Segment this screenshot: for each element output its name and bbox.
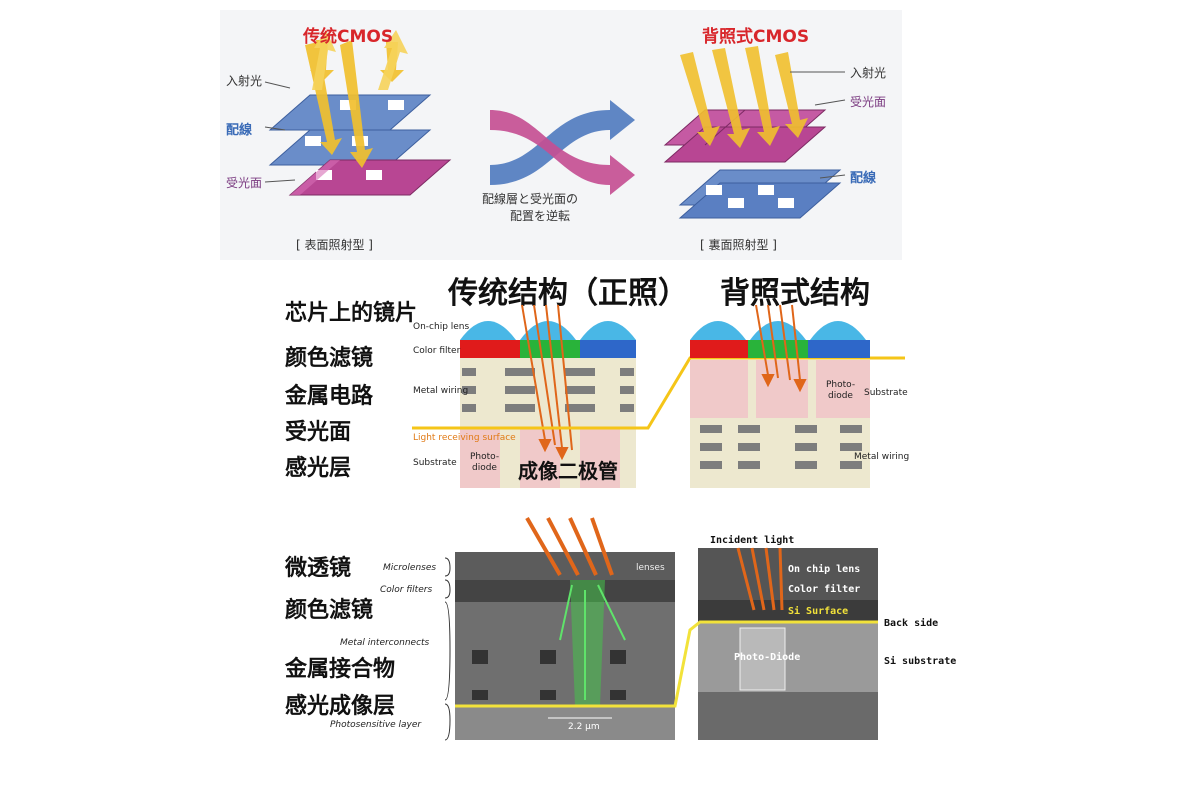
sem-right-orange-rays — [736, 547, 784, 611]
sem-left-orange-rays — [525, 516, 614, 577]
si-surface-line — [455, 620, 878, 708]
left-reflected-arrows — [312, 30, 408, 90]
swap-arrows — [490, 100, 635, 195]
bottom-label-microlens: 微透镜 — [285, 556, 352, 581]
swap-caption-line1: 配線層と受光面の — [482, 192, 579, 206]
title-bsi-structure: 背照式结构 — [720, 276, 870, 311]
label-incident-right: 入射光 — [850, 66, 887, 80]
incident-light-label: Incident light — [710, 535, 795, 546]
bottom-label-photo-layer: 感光成像层 — [285, 694, 396, 719]
right-incident-arrows — [680, 46, 808, 148]
en-light-receiving-surface: Light receiving surface — [413, 433, 516, 443]
caption-back-illuminated: [ 裏面照射型 ] — [700, 238, 777, 252]
en-substrate: Substrate — [413, 458, 457, 468]
trad-metal-wiring — [462, 368, 634, 412]
color-filter-label: Color filter — [788, 584, 861, 595]
mid-label-lens: 芯片上的镜片 — [285, 301, 418, 326]
en-photo-diode-2: diode — [472, 463, 497, 473]
top-diagram-graphics — [264, 30, 846, 219]
mid-label-photo-layer: 感光层 — [285, 456, 352, 481]
en-on-chip-lens: On-chip lens — [413, 322, 470, 332]
title-traditional-structure: 传统结构（正照） — [448, 276, 688, 311]
label-incident-left: 入射光 — [226, 74, 263, 88]
mid-label-metal: 金属电路 — [285, 384, 374, 409]
photodiode-cn-label: 成像二极管 — [518, 459, 618, 483]
bottom-label-filter: 颜色滤镜 — [285, 598, 374, 623]
si-surface-label: Si Surface — [788, 606, 849, 617]
mid-label-surface: 受光面 — [285, 420, 352, 445]
en-color-filters: Color filters — [380, 585, 433, 595]
bsi-photo-diode-1: Photo- — [826, 380, 856, 390]
label-wiring-right: 配線 — [850, 171, 877, 186]
right-wiring-layer — [678, 169, 842, 219]
top-left-title: 传统CMOS — [303, 27, 394, 47]
en-photo-diode-1: Photo- — [470, 452, 500, 462]
swap-caption-line2: 配置を逆転 — [510, 209, 571, 223]
trad-filters — [460, 340, 636, 358]
bsi-rays — [755, 304, 807, 393]
sem-scale-bar: 2.2 μm — [568, 722, 600, 732]
back-side-label: Back side — [884, 618, 939, 629]
label-wiring-left: 配線 — [226, 123, 253, 138]
on-chip-lens-label: On chip lens — [788, 564, 861, 575]
en-color-filter: Color filter — [413, 346, 461, 356]
bottom-label-metal: 金属接合物 — [285, 657, 396, 682]
sem-lenses-tag: lenses — [636, 563, 665, 573]
trad-rays — [521, 304, 573, 461]
left-wiring-layer — [268, 94, 432, 166]
bsi-metal-wiring — [700, 425, 862, 469]
en-metal-interconnects: Metal interconnects — [340, 638, 430, 648]
bsi-lenses — [690, 321, 866, 340]
mid-label-filter: 颜色滤镜 — [285, 346, 374, 371]
en-microlenses: Microlenses — [383, 563, 437, 573]
label-surface-right: 受光面 — [850, 95, 887, 109]
bsi-metal-wiring: Metal wiring — [854, 452, 910, 462]
en-metal-wiring: Metal wiring — [413, 386, 469, 396]
en-photosensitive-layer: Photosensitive layer — [330, 720, 422, 730]
bsi-filters — [690, 340, 870, 358]
sem-green-rays — [559, 584, 626, 700]
bsi-photo-diode-2: diode — [828, 391, 853, 401]
photo-diode-label: Photo-Diode — [734, 652, 801, 663]
bsi-substrate: Substrate — [864, 388, 908, 398]
label-surface-left: 受光面 — [226, 176, 263, 190]
si-substrate-label: Si substrate — [884, 656, 957, 667]
caption-front-illuminated: [ 表面照射型 ] — [296, 238, 373, 252]
left-surface-layer — [288, 159, 452, 196]
top-right-title: 背照式CMOS — [702, 27, 810, 47]
